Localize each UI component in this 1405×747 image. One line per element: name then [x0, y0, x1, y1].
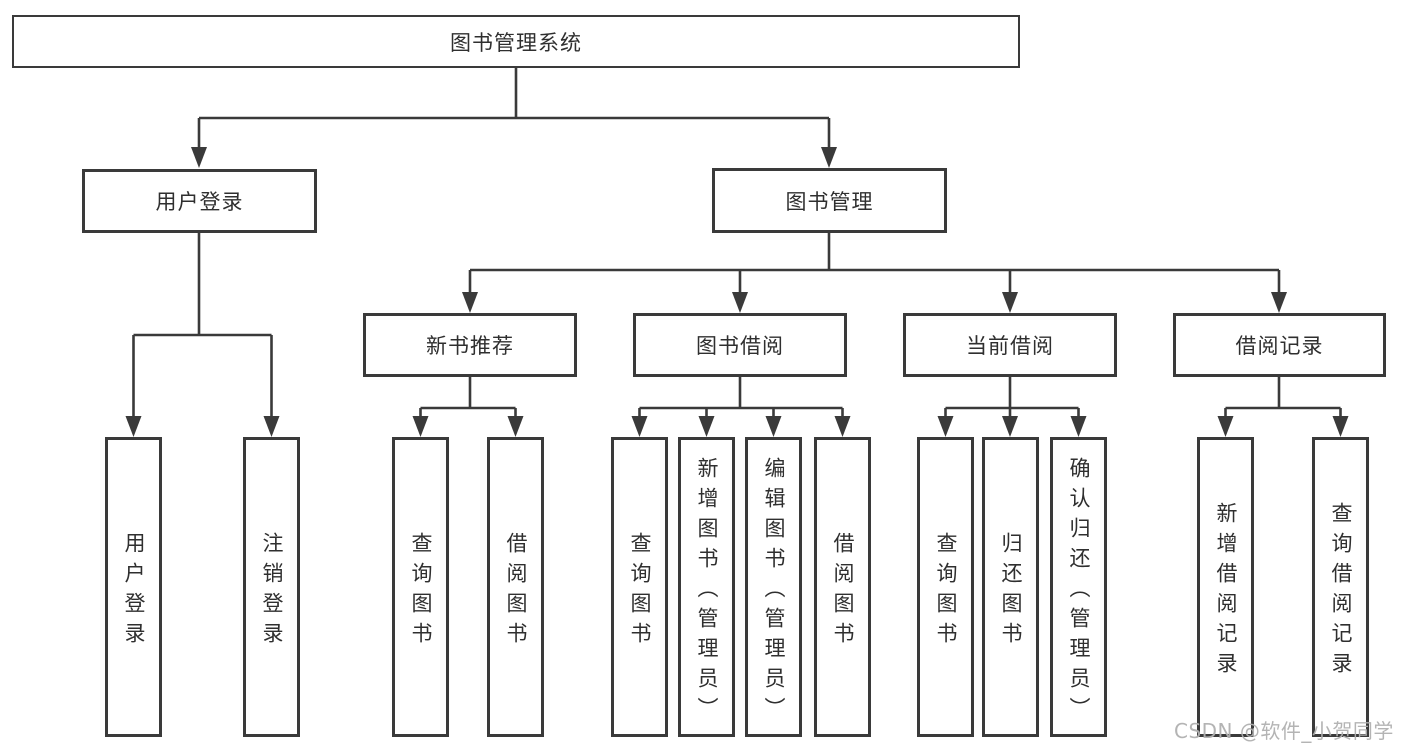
- leaf-borrow-books-recommend: 借阅图书: [487, 437, 544, 737]
- watermark: CSDN @软件_小贺同学: [1174, 719, 1394, 743]
- leaf-add-borrow-record-label: 新增借阅记录: [1214, 501, 1238, 682]
- node-root: 图书管理系统: [12, 15, 1020, 68]
- leaf-query-books-borrow: 查询图书: [611, 437, 668, 737]
- leaf-query-books-current: 查询图书: [917, 437, 974, 737]
- node-book-borrowing: 图书借阅: [633, 313, 847, 377]
- leaf-return-book-label: 归还图书: [999, 531, 1023, 652]
- node-book-management-label: 图书管理: [785, 189, 874, 214]
- leaf-user-login-label: 用户登录: [122, 531, 146, 652]
- node-current-borrowing: 当前借阅: [903, 313, 1117, 377]
- node-new-book-recommendation: 新书推荐: [363, 313, 577, 377]
- leaf-edit-book-admin-label: 编辑图书（管理员）: [762, 456, 786, 727]
- node-root-label: 图书管理系统: [450, 30, 582, 55]
- leaf-query-books-recommend: 查询图书: [392, 437, 449, 737]
- leaf-query-borrow-record: 查询借阅记录: [1312, 437, 1369, 737]
- node-user-login: 用户登录: [82, 169, 317, 233]
- leaf-confirm-return-admin-label: 确认归还（管理员）: [1067, 456, 1091, 727]
- node-new-book-recommendation-label: 新书推荐: [426, 334, 514, 358]
- connector-lines: [132, 68, 1342, 419]
- leaf-add-book-admin: 新增图书（管理员）: [678, 437, 735, 737]
- node-current-borrowing-label: 当前借阅: [966, 334, 1054, 358]
- leaf-add-book-admin-label: 新增图书（管理员）: [695, 456, 719, 727]
- leaf-logout: 注销登录: [243, 437, 300, 737]
- leaf-query-books-current-label: 查询图书: [934, 531, 958, 652]
- leaf-borrow-books-label: 借阅图书: [831, 531, 855, 652]
- leaf-return-book: 归还图书: [982, 437, 1039, 737]
- node-book-borrowing-label: 图书借阅: [696, 334, 784, 358]
- leaf-borrow-books: 借阅图书: [814, 437, 871, 737]
- leaf-query-books-borrow-label: 查询图书: [628, 531, 652, 652]
- connector-arrowheads: [125, 147, 1349, 437]
- node-borrowing-records: 借阅记录: [1173, 313, 1386, 377]
- leaf-query-books-recommend-label: 查询图书: [409, 531, 433, 652]
- leaf-borrow-books-recommend-label: 借阅图书: [504, 531, 528, 652]
- node-borrowing-records-label: 借阅记录: [1235, 334, 1324, 358]
- leaf-query-borrow-record-label: 查询借阅记录: [1329, 501, 1353, 682]
- leaf-user-login: 用户登录: [105, 437, 162, 737]
- node-book-management: 图书管理: [712, 168, 947, 233]
- leaf-edit-book-admin: 编辑图书（管理员）: [745, 437, 802, 737]
- leaf-confirm-return-admin: 确认归还（管理员）: [1050, 437, 1107, 737]
- leaf-logout-label: 注销登录: [260, 531, 284, 652]
- node-user-login-label: 用户登录: [155, 190, 244, 214]
- leaf-add-borrow-record: 新增借阅记录: [1197, 437, 1254, 737]
